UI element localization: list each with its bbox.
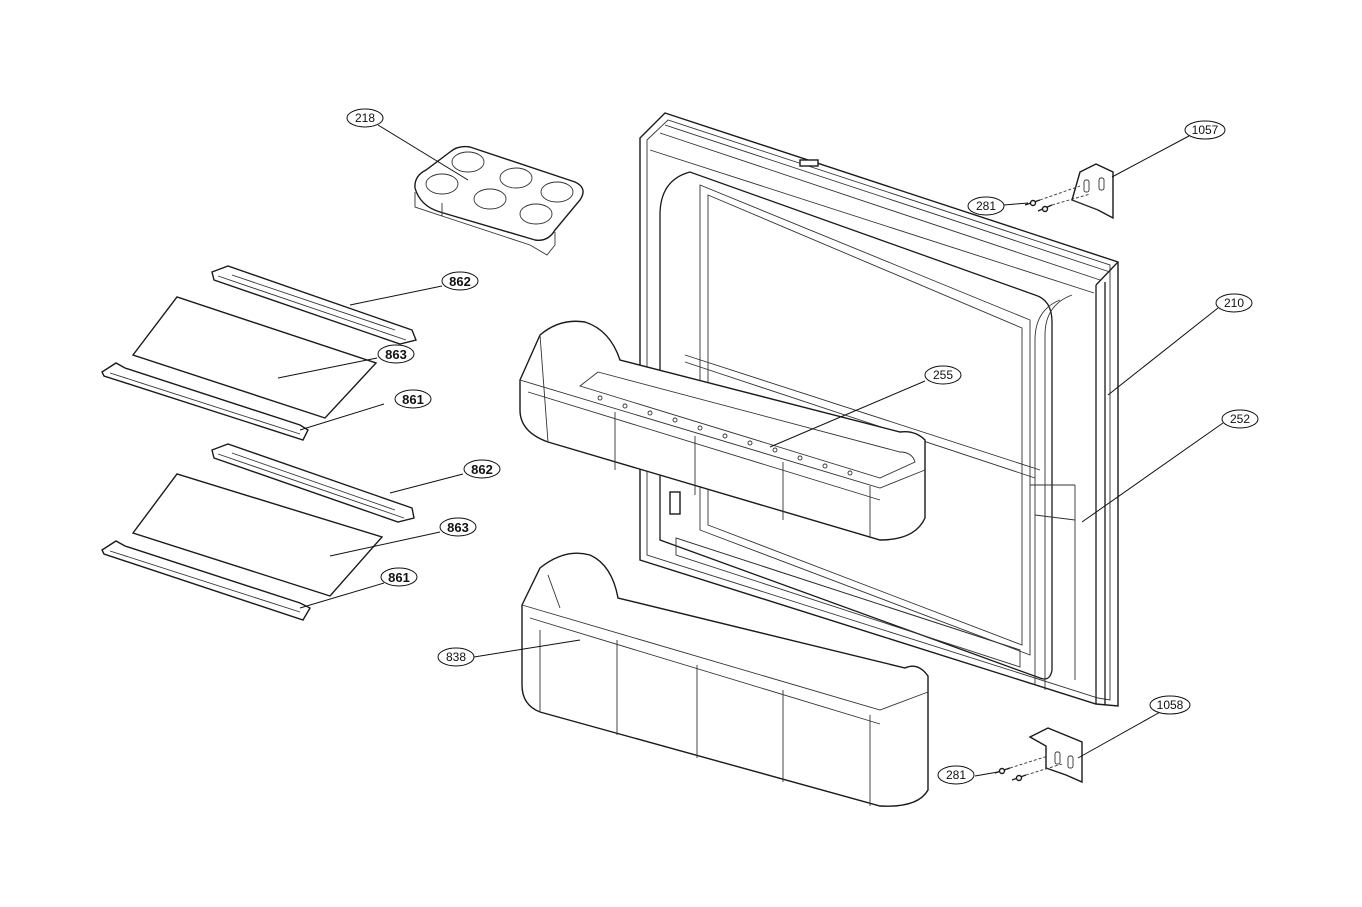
- door-assembly: [639, 112, 1119, 707]
- callout-862-b: 862: [463, 459, 501, 479]
- egg-tray: [414, 145, 584, 256]
- label-838: 838: [446, 650, 466, 664]
- label-861-b: 861: [388, 570, 410, 585]
- label-862-b: 862: [471, 462, 493, 477]
- label-255: 255: [933, 368, 953, 382]
- callout-861-b: 861: [380, 567, 418, 587]
- callout-281-bottom: 281: [937, 765, 975, 785]
- label-1058: 1058: [1157, 698, 1184, 712]
- callout-210: 210: [1215, 293, 1253, 313]
- callout-281-top: 281: [967, 196, 1005, 216]
- shelf-set-1: [101, 265, 417, 441]
- shelf-set-2: [101, 443, 415, 621]
- callout-838: 838: [437, 647, 475, 667]
- label-863-a: 863: [385, 347, 407, 362]
- callout-218: 218: [346, 108, 384, 128]
- top-hinge: [1071, 163, 1114, 220]
- callout-863-a: 863: [377, 344, 415, 364]
- upper-door-bin: [519, 320, 926, 541]
- bottom-hinge: [1028, 727, 1083, 784]
- label-252: 252: [1230, 412, 1250, 426]
- label-861-a: 861: [402, 392, 424, 407]
- label-281-bottom: 281: [946, 768, 966, 782]
- label-862-a: 862: [449, 274, 471, 289]
- leader-lines: [277, 124, 1224, 777]
- label-863-b: 863: [447, 520, 469, 535]
- callout-863-b: 863: [439, 517, 477, 537]
- bin-rim-holes: [597, 395, 853, 476]
- callout-862-a: 862: [441, 271, 479, 291]
- label-281-top: 281: [976, 199, 996, 213]
- callout-255: 255: [924, 365, 962, 385]
- label-210: 210: [1224, 296, 1244, 310]
- callout-1057: 1057: [1184, 120, 1226, 140]
- label-1057: 1057: [1192, 123, 1219, 137]
- callout-1058: 1058: [1149, 695, 1191, 715]
- callout-252: 252: [1221, 409, 1259, 429]
- bottom-screws: [994, 755, 1063, 782]
- top-screws: [1024, 185, 1091, 213]
- lower-door-bin: [521, 552, 929, 807]
- callout-861-a: 861: [394, 389, 432, 409]
- label-218: 218: [355, 111, 375, 125]
